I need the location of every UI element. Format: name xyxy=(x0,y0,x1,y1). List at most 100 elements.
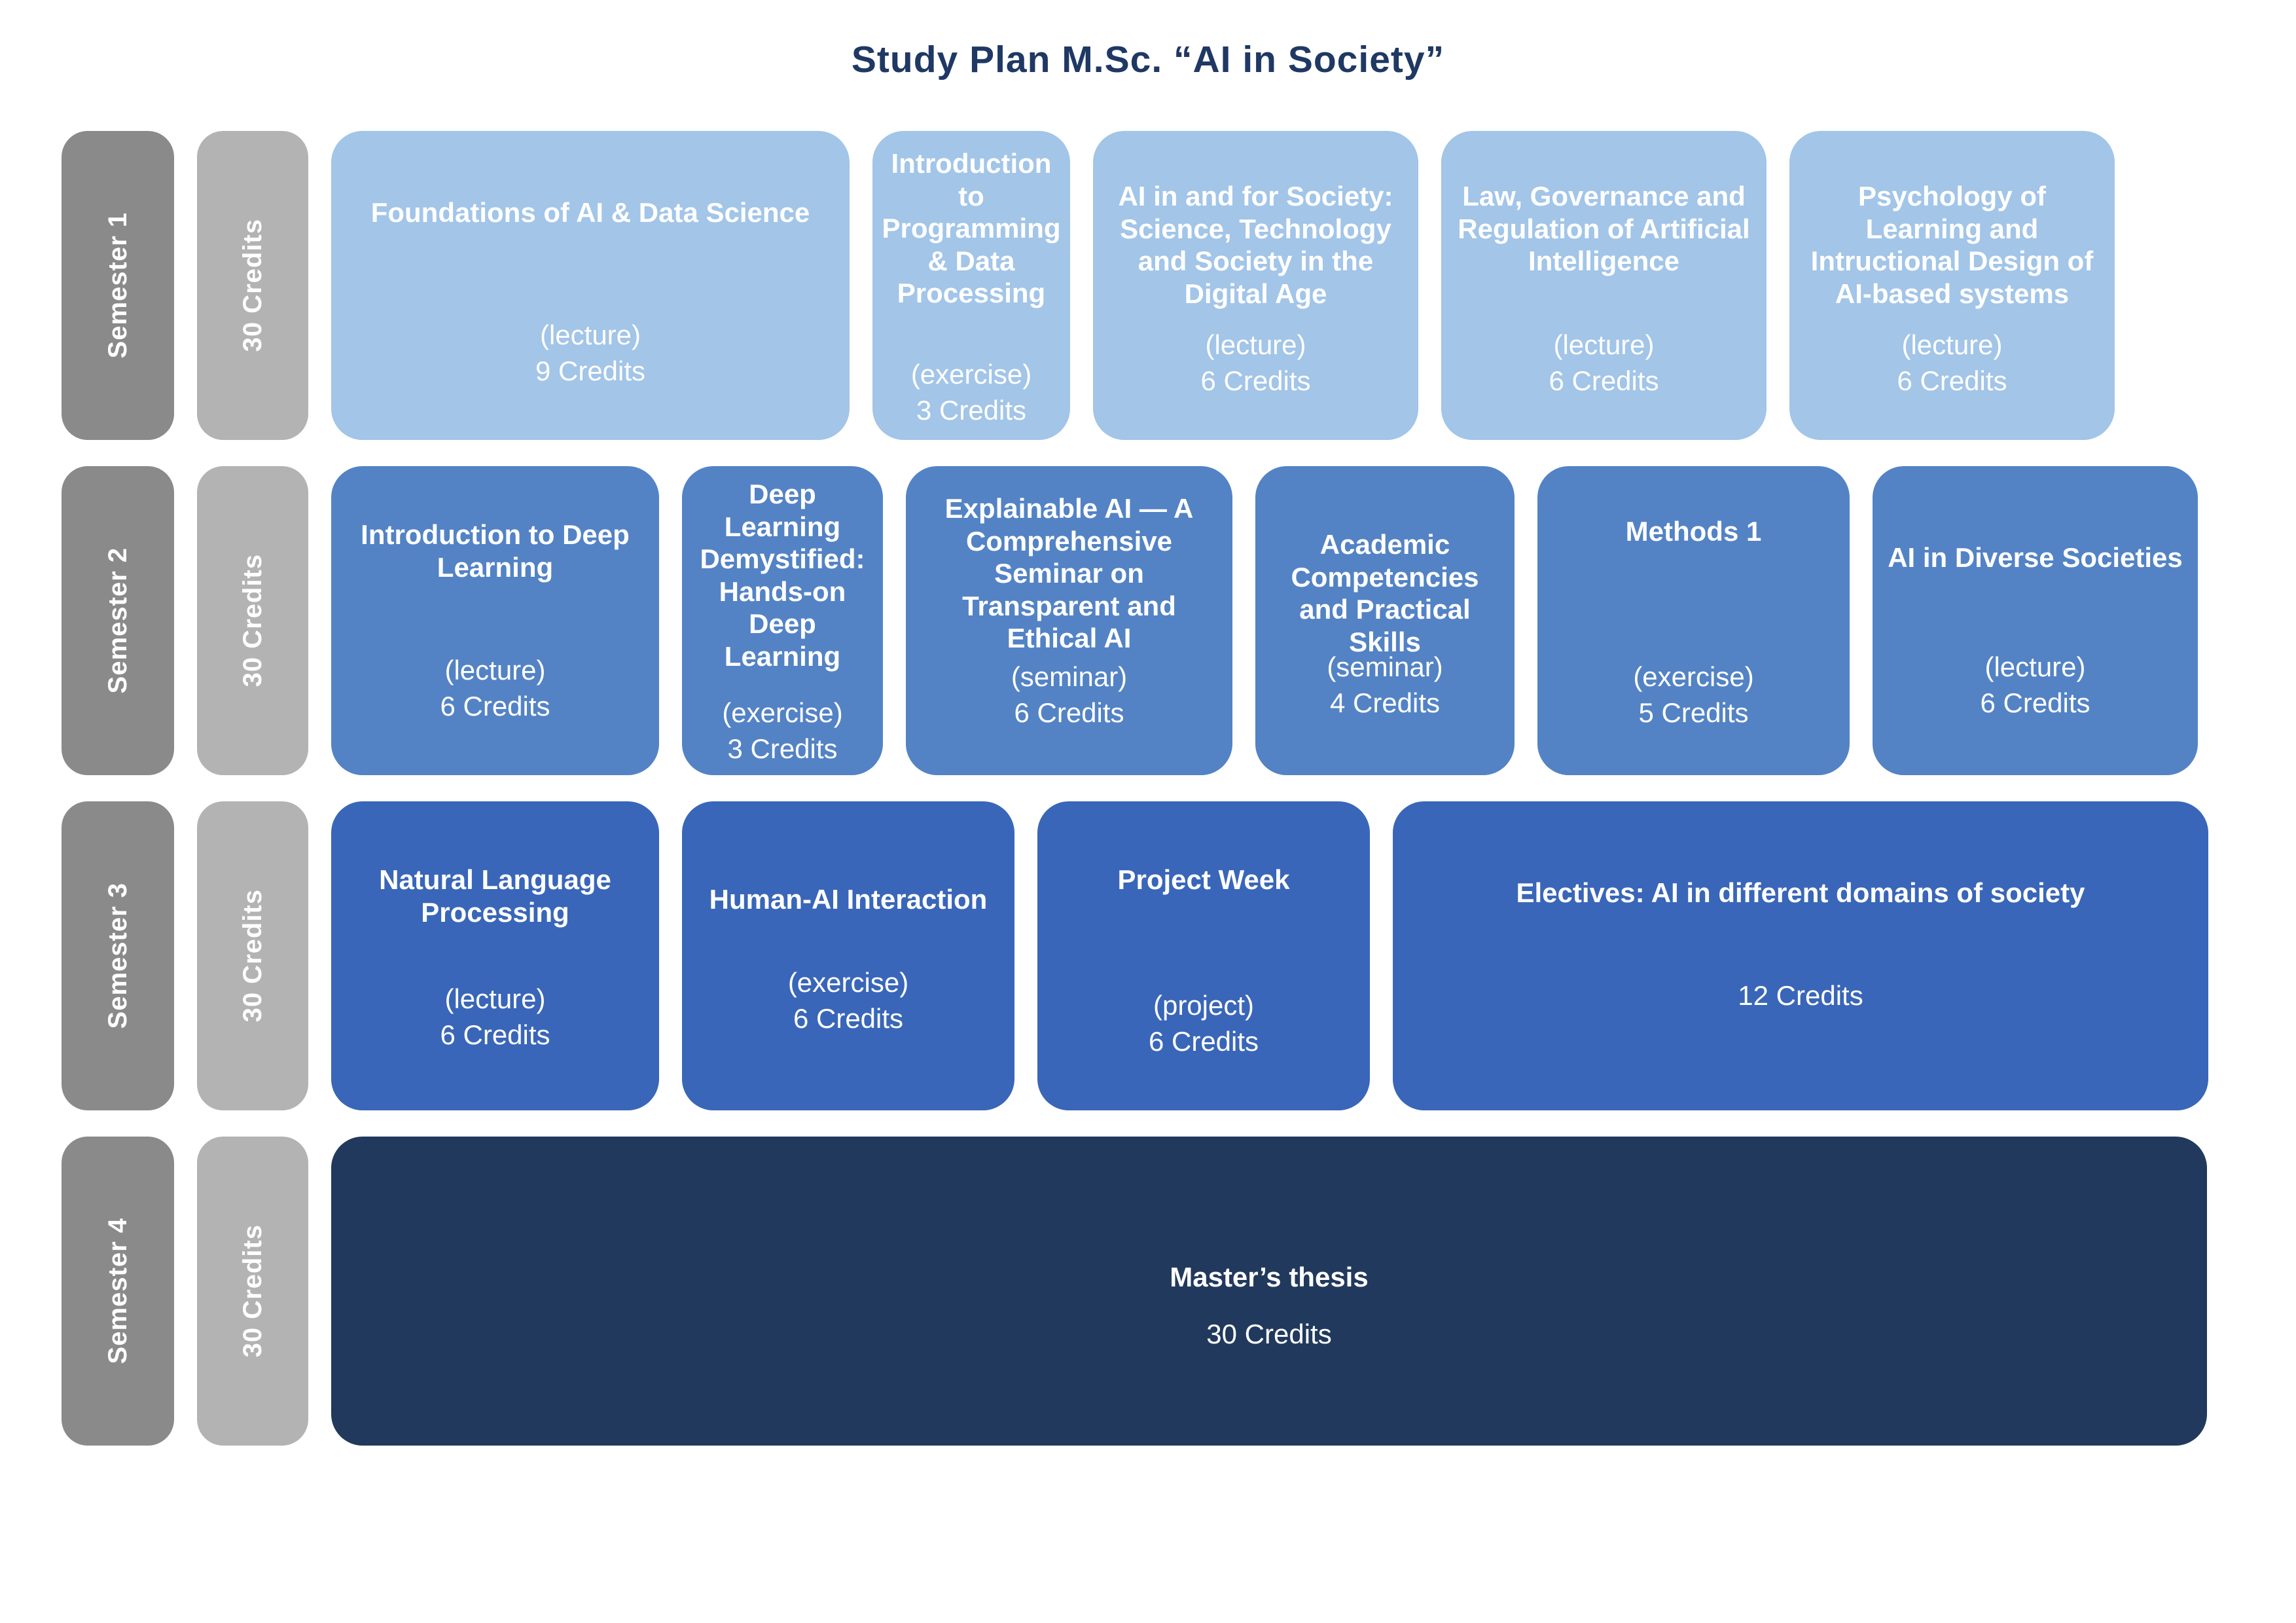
course-type: (exercise) xyxy=(1633,661,1754,692)
course-credits: 3 Credits xyxy=(727,733,838,764)
semester-4-tag: Semester 4 xyxy=(62,1137,174,1446)
course-details: (seminar) 4 Credits xyxy=(1255,649,1515,721)
course-credits: 30 Credits xyxy=(1206,1319,1332,1349)
course-card: Explainable AI — A Comprehensive Seminar… xyxy=(906,466,1232,775)
course-details: (lecture) 6 Credits xyxy=(1441,327,1767,399)
course-title: Introduction to Deep Learning xyxy=(361,519,630,583)
course-card: Deep Learning Demystified: Hands-on Deep… xyxy=(682,466,883,775)
course-type: (lecture) xyxy=(539,319,641,350)
course-credits: 4 Credits xyxy=(1329,687,1441,718)
course-credits: 5 Credits xyxy=(1638,697,1749,728)
course-card: Academic Competencies and Practical Skil… xyxy=(1255,466,1515,775)
course-details: (exercise) 5 Credits xyxy=(1537,659,1850,731)
course-type: (project) xyxy=(1153,990,1255,1021)
course-card: Methods 1 (exercise) 5 Credits xyxy=(1537,466,1850,775)
semester-label: Semester 3 xyxy=(103,883,132,1029)
course-credits: 6 Credits xyxy=(1897,365,2007,396)
course-title: Methods 1 xyxy=(1625,516,1762,547)
course-type: (lecture) xyxy=(1984,651,2086,682)
course-details: (lecture) 9 Credits xyxy=(331,318,850,389)
course-card: Introduction to Deep Learning (lecture) … xyxy=(331,466,659,775)
course-card: Master’s thesis 30 Credits xyxy=(331,1137,2207,1446)
course-credits: 6 Credits xyxy=(1200,365,1311,396)
course-credits: 6 Credits xyxy=(1014,697,1124,728)
course-details: (lecture) 6 Credits xyxy=(331,653,659,724)
course-credits: 6 Credits xyxy=(440,1019,550,1050)
semester-1-row: Semester 1 30 Credits Foundations of AI … xyxy=(62,131,2208,440)
course-credits: 6 Credits xyxy=(1549,365,1659,396)
course-credits: 6 Credits xyxy=(1980,687,2090,718)
semester-1-tag: Semester 1 xyxy=(62,131,174,440)
course-details: (exercise) 6 Credits xyxy=(682,965,1014,1036)
course-type: (lecture) xyxy=(1901,329,2003,360)
course-title: Human-AI Interaction xyxy=(709,884,988,915)
credits-label: 30 Credits xyxy=(238,1224,267,1358)
course-details: (lecture) 6 Credits xyxy=(331,981,659,1053)
course-card: Introduction to Programming & Data Proce… xyxy=(872,131,1070,440)
semester-2-credits-tag: 30 Credits xyxy=(197,466,308,775)
course-details: 12 Credits xyxy=(1393,978,2208,1014)
course-title: AI in and for Society: Science, Technolo… xyxy=(1118,181,1393,309)
course-card: AI in and for Society: Science, Technolo… xyxy=(1093,131,1418,440)
credits-label: 30 Credits xyxy=(238,889,267,1023)
course-details: (exercise) 3 Credits xyxy=(872,357,1070,428)
course-details: (lecture) 6 Credits xyxy=(1873,649,2198,721)
course-card: Law, Governance and Regulation of Artifi… xyxy=(1441,131,1767,440)
semester-3-tag: Semester 3 xyxy=(62,801,174,1110)
semester-2-row: Semester 2 30 Credits Introduction to De… xyxy=(62,466,2208,775)
course-credits: 9 Credits xyxy=(535,355,646,386)
course-type: (lecture) xyxy=(1553,329,1655,360)
course-title: Introduction to Programming & Data Proce… xyxy=(882,148,1061,309)
course-type: (exercise) xyxy=(910,359,1032,390)
course-details: (project) 6 Credits xyxy=(1037,988,1370,1059)
course-credits: 6 Credits xyxy=(793,1002,904,1034)
course-card: Human-AI Interaction (exercise) 6 Credit… xyxy=(682,801,1014,1110)
course-card: Electives: AI in different domains of so… xyxy=(1393,801,2208,1110)
course-title: Natural Language Processing xyxy=(379,864,611,928)
course-title: Master’s thesis xyxy=(1170,1262,1369,1292)
course-title: Explainable AI — A Comprehensive Seminar… xyxy=(944,493,1194,654)
course-title: AI in Diverse Societies xyxy=(1888,542,2183,573)
course-details: (lecture) 6 Credits xyxy=(1093,327,1418,399)
course-type: (seminar) xyxy=(1011,661,1128,692)
course-card: Project Week (project) 6 Credits xyxy=(1037,801,1370,1110)
course-details: (lecture) 6 Credits xyxy=(1789,327,2115,399)
course-details: (exercise) 3 Credits xyxy=(682,695,883,767)
course-credits: 6 Credits xyxy=(1148,1025,1259,1057)
course-card: Psychology of Learning and Intructional … xyxy=(1789,131,2115,440)
semester-3-credits-tag: 30 Credits xyxy=(197,801,308,1110)
semester-2-tag: Semester 2 xyxy=(62,466,174,775)
course-details: 30 Credits xyxy=(331,1317,2207,1353)
course-title: Deep Learning Demystified: Hands-on Deep… xyxy=(700,479,865,672)
course-type: (seminar) xyxy=(1327,651,1443,682)
course-credits: 12 Credits xyxy=(1738,980,1863,1011)
course-title: Foundations of AI & Data Science xyxy=(370,197,810,228)
course-title: Psychology of Learning and Intructional … xyxy=(1810,181,2094,309)
course-type: (lecture) xyxy=(444,655,546,685)
semester-label: Semester 4 xyxy=(103,1218,132,1364)
semester-1-credits-tag: 30 Credits xyxy=(197,131,308,440)
credits-label: 30 Credits xyxy=(238,554,267,687)
semester-grid: Semester 1 30 Credits Foundations of AI … xyxy=(62,131,2208,1472)
course-type: (exercise) xyxy=(722,697,843,728)
course-details: (seminar) 6 Credits xyxy=(906,659,1232,731)
course-card: Foundations of AI & Data Science (lectur… xyxy=(331,131,850,440)
course-type: (exercise) xyxy=(787,967,909,998)
course-title: Law, Governance and Regulation of Artifi… xyxy=(1458,181,1750,277)
semester-label: Semester 2 xyxy=(103,547,132,694)
course-credits: 3 Credits xyxy=(916,394,1027,426)
semester-3-row: Semester 3 30 Credits Natural Language P… xyxy=(62,801,2208,1110)
course-card: AI in Diverse Societies (lecture) 6 Cred… xyxy=(1873,466,2198,775)
course-type: (lecture) xyxy=(444,983,546,1014)
semester-4-credits-tag: 30 Credits xyxy=(197,1137,308,1446)
semester-label: Semester 1 xyxy=(103,212,132,359)
semester-4-row: Semester 4 30 Credits Master’s thesis 30… xyxy=(62,1137,2208,1446)
course-type: (lecture) xyxy=(1205,329,1306,360)
course-title: Electives: AI in different domains of so… xyxy=(1516,877,2085,908)
credits-label: 30 Credits xyxy=(238,219,267,352)
course-title: Academic Competencies and Practical Skil… xyxy=(1291,529,1479,657)
page-title: Study Plan M.Sc. “AI in Society” xyxy=(851,39,1445,81)
course-card: Natural Language Processing (lecture) 6 … xyxy=(331,801,659,1110)
course-title: Project Week xyxy=(1117,864,1290,895)
